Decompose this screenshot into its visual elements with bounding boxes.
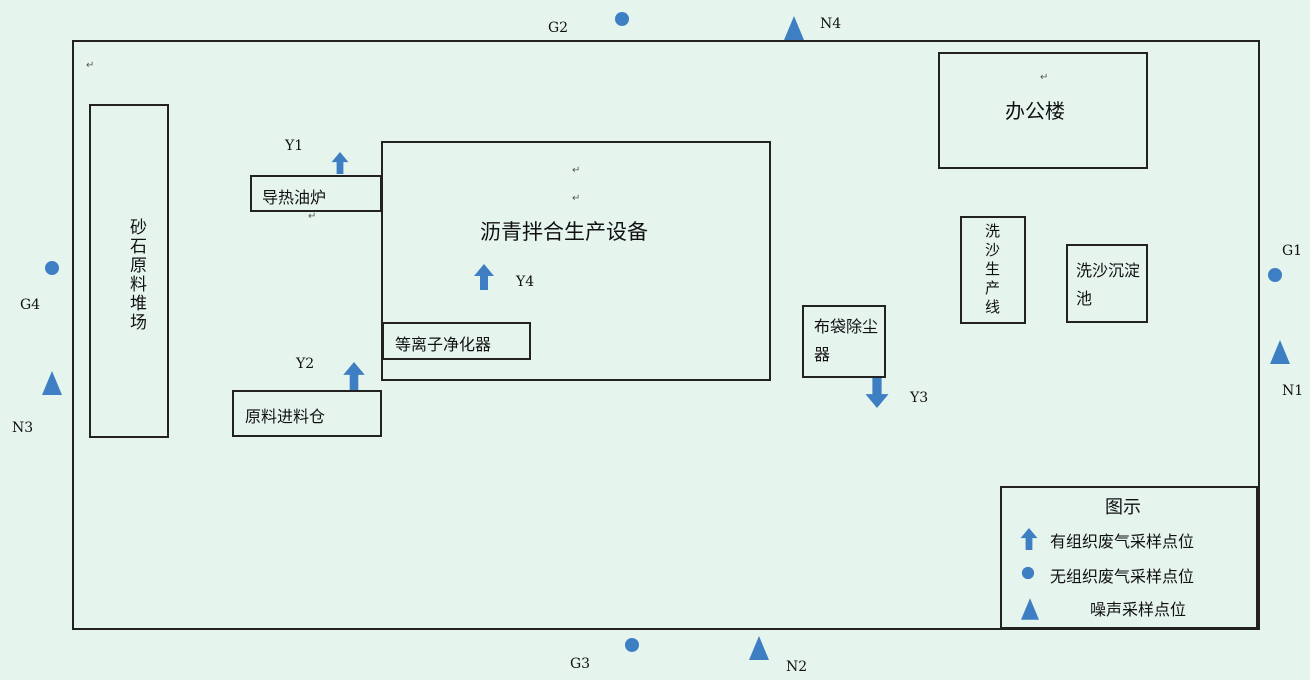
paragraph-mark-icon: ↵ xyxy=(86,60,95,71)
wash-line-label: 洗沙生产线 xyxy=(985,222,1001,316)
circle-icon xyxy=(44,260,60,276)
office-box xyxy=(938,52,1148,169)
point-label-g4: G4 xyxy=(20,297,41,313)
paragraph-mark-icon: ↵ xyxy=(572,193,581,204)
point-label-g3: G3 xyxy=(570,656,591,672)
raw-bin-label: 原料进料仓 xyxy=(245,407,326,426)
plasma-purifier-box xyxy=(382,322,531,360)
point-label-n2: N2 xyxy=(786,659,808,675)
bag-filter-label: 布袋除尘器 xyxy=(814,317,879,364)
legend-unorganized-label: 无组织废气采样点位 xyxy=(1050,567,1195,586)
paragraph-mark-icon: ↵ xyxy=(308,211,317,222)
wash-line-box xyxy=(960,216,1026,324)
triangle-icon xyxy=(42,371,62,395)
point-label-g2: G2 xyxy=(548,20,569,36)
up-arrow-icon xyxy=(343,362,365,390)
point-label-y4: Y4 xyxy=(516,274,535,290)
triangle-icon xyxy=(749,636,769,660)
point-label-n4: N4 xyxy=(820,16,842,32)
asphalt-equipment-label: 沥青拌合生产设备 xyxy=(480,220,648,244)
up-arrow-icon xyxy=(1020,528,1038,550)
point-label-n3: N3 xyxy=(12,420,34,436)
plasma-purifier-label: 等离子净化器 xyxy=(395,335,492,354)
circle-icon xyxy=(1021,566,1035,580)
legend-organized-label: 有组织废气采样点位 xyxy=(1050,532,1195,551)
wash-pond-label: 洗沙沉淀池 xyxy=(1076,261,1141,308)
up-arrow-icon xyxy=(331,152,349,174)
legend xyxy=(1000,486,1258,629)
legend-noise-label: 噪声采样点位 xyxy=(1090,600,1187,619)
circle-icon xyxy=(1267,267,1283,283)
legend-title: 图示 xyxy=(1105,497,1141,518)
triangle-icon xyxy=(784,16,804,40)
bag-filter-box xyxy=(802,305,886,378)
triangle-icon xyxy=(1270,340,1290,364)
sand-stockpile-label: 砂石原料堆场 xyxy=(126,218,146,332)
sand-stockpile-box xyxy=(89,104,169,438)
triangle-icon xyxy=(1021,598,1039,620)
raw-bin-box xyxy=(232,390,382,437)
point-label-y1: Y1 xyxy=(285,138,304,154)
point-label-g1: G1 xyxy=(1282,243,1303,259)
wash-pond-box xyxy=(1066,244,1148,323)
circle-icon xyxy=(614,11,630,27)
down-arrow-icon xyxy=(864,378,890,408)
site-boundary xyxy=(72,40,1260,630)
point-label-y2: Y2 xyxy=(296,356,315,372)
point-label-n1: N1 xyxy=(1282,383,1304,399)
office-label: 办公楼 xyxy=(1005,99,1065,123)
circle-icon xyxy=(624,637,640,653)
up-arrow-icon xyxy=(474,264,494,290)
paragraph-mark-icon: ↵ xyxy=(572,165,581,176)
paragraph-mark-icon: ↵ xyxy=(1040,72,1049,83)
point-label-y3: Y3 xyxy=(910,390,929,406)
asphalt-equipment-box xyxy=(381,141,771,381)
oil-furnace-label: 导热油炉 xyxy=(262,188,327,207)
